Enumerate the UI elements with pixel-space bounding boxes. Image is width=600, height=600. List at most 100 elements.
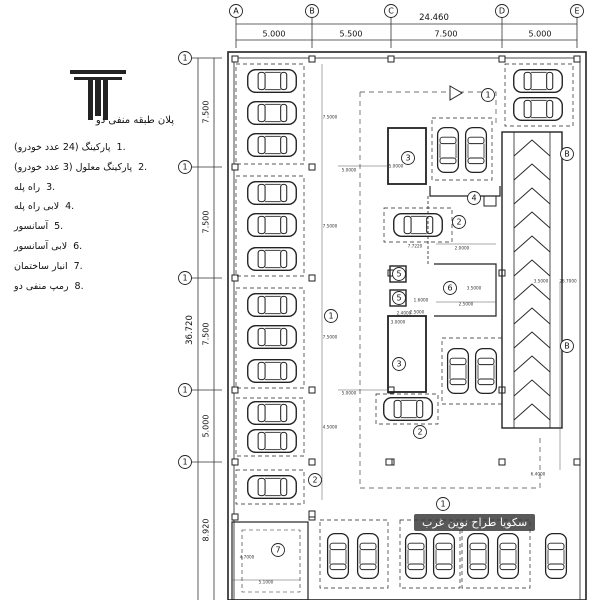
legend-item: 8.رمپ منفی دو xyxy=(14,277,174,297)
grid-row-label: 1 xyxy=(182,386,187,395)
grid-column-label: A xyxy=(233,7,239,16)
legend-item: 6. لابی آسانسور xyxy=(14,237,174,257)
left-span-dimension: 7.500 xyxy=(202,211,211,234)
legend-item: 1.پارکینگ (24 عدد خودرو) xyxy=(14,138,174,158)
small-dimension-text: 3.0000 xyxy=(391,320,406,325)
room-tag-circle xyxy=(436,497,450,511)
room-tag-circle xyxy=(467,191,481,205)
left-span-dimension: 8.920 xyxy=(202,519,211,542)
room-tag-circle xyxy=(392,357,406,371)
legend-title: پلان طبقه منفی دو xyxy=(95,115,174,126)
room-tag: 3 xyxy=(405,154,410,163)
legend-item: 3. راه پله xyxy=(14,178,174,198)
grid-column-label-circle xyxy=(495,4,509,18)
grid-column-label-circle xyxy=(229,4,243,18)
room-tag: 2 xyxy=(312,476,317,485)
top-span-dimension: 7.500 xyxy=(435,30,458,39)
room-tag-circle xyxy=(392,291,406,305)
grid-column-label: D xyxy=(499,7,505,16)
top-total-dimension: 24.460 xyxy=(419,13,449,23)
room-tag-circle xyxy=(560,339,574,353)
small-dimension-text: 3.5000 xyxy=(467,286,482,291)
grid-column-label-circle xyxy=(384,4,398,18)
small-dimension-text: 4.7000 xyxy=(240,555,255,560)
legend-num: 3. xyxy=(46,181,56,193)
legend-label: انبار ساختمان xyxy=(14,260,68,272)
grid-column-label: E xyxy=(574,7,579,16)
grid-column-label: C xyxy=(388,7,394,16)
grid-row-label-circle xyxy=(178,271,192,285)
legend-num: 4. xyxy=(65,201,75,213)
grid-column-label-circle xyxy=(305,4,319,18)
small-dimension-text: 6.4000 xyxy=(531,472,546,477)
legend-num: 1. xyxy=(116,142,126,153)
small-dimension-text: 5.1000 xyxy=(259,580,274,585)
room-tag: 1 xyxy=(440,500,445,509)
room-tag: 4 xyxy=(471,194,476,203)
legend-num: 2. xyxy=(138,161,148,173)
room-tag-circle xyxy=(324,309,338,323)
grid-column-label: B xyxy=(309,7,315,16)
logo-icon xyxy=(70,70,126,120)
annotation-layer: A B C D E 1 1 1 1 1 24.460 5.000 5.500 7.500 5.000 36.7… xyxy=(178,4,584,585)
left-span-dimension: 7.500 xyxy=(202,101,211,124)
room-tag: 2 xyxy=(417,428,422,437)
grid-row-label-circle xyxy=(178,383,192,397)
top-dimension-chain xyxy=(235,16,578,48)
room-tag: B xyxy=(564,342,570,351)
grid-row-label-circle xyxy=(178,455,192,469)
top-span-dimension: 5.000 xyxy=(263,30,286,39)
grid-row-label: 1 xyxy=(182,54,187,63)
left-dimension-chain xyxy=(190,57,222,600)
building-outline xyxy=(227,51,587,600)
legend-label: راه پله xyxy=(14,181,41,193)
room-tag: 5 xyxy=(396,294,401,303)
small-dimension-text: 4.5000 xyxy=(323,425,338,430)
top-span-dimension: 5.000 xyxy=(529,30,552,39)
small-dimension-text: 3.5000 xyxy=(534,279,549,284)
small-dimension-text: 2.5000 xyxy=(459,302,474,307)
grid-row-label-circle xyxy=(178,51,192,65)
legend-label: لابی راه پله xyxy=(14,201,60,213)
legend-label: لابی آسانسور xyxy=(14,240,68,252)
small-dimension-text: 26.7000 xyxy=(559,279,577,284)
left-span-dimension: 5.000 xyxy=(202,415,211,438)
room-tag: 2 xyxy=(456,218,461,227)
internal-dims xyxy=(232,64,561,581)
room-tag: 6 xyxy=(447,284,452,293)
drive-aisle xyxy=(359,91,541,489)
ramp xyxy=(501,131,563,429)
grid-column-label-circle xyxy=(570,4,584,18)
small-dimension-text: 5.0000 xyxy=(342,391,357,396)
room-tag: 3 xyxy=(396,360,401,369)
small-dimension-text: 7.5000 xyxy=(323,335,338,340)
small-dimension-text: 5.0000 xyxy=(389,164,404,169)
left-total-dimension: 36.720 xyxy=(185,315,195,345)
grid-row-label: 1 xyxy=(182,458,187,467)
room-tag-circle xyxy=(271,543,285,557)
room-tag-circle xyxy=(481,88,495,102)
small-dimension-text: 7.5000 xyxy=(323,224,338,229)
legend-num: 7. xyxy=(73,260,83,272)
legend-label: آسانسور xyxy=(14,221,49,233)
room-tag-circle xyxy=(392,267,406,281)
grid-row-label: 1 xyxy=(182,163,187,172)
legend-num: 6. xyxy=(73,240,83,252)
room-tag: 7 xyxy=(275,546,280,555)
room-tag-circle xyxy=(308,473,322,487)
top-span-dimension: 5.500 xyxy=(340,30,363,39)
mid-columns xyxy=(308,458,393,518)
cars xyxy=(246,68,568,580)
grid-row-label-circle xyxy=(178,160,192,174)
small-dimension-text: 2.5000 xyxy=(410,310,425,315)
room-tag: B xyxy=(564,150,570,159)
small-dimension-text: 2.0000 xyxy=(455,246,470,251)
left-span-dimension: 7.500 xyxy=(202,323,211,346)
room-tag-circle xyxy=(401,151,415,165)
core-walls xyxy=(387,127,501,393)
grid-row-label: 1 xyxy=(182,274,187,283)
legend-item: 5. آسانسور xyxy=(14,217,174,237)
legend-num: 5. xyxy=(54,221,64,233)
small-dimension-text: 2.4000 xyxy=(397,311,412,316)
room-tag-circle xyxy=(443,281,457,295)
